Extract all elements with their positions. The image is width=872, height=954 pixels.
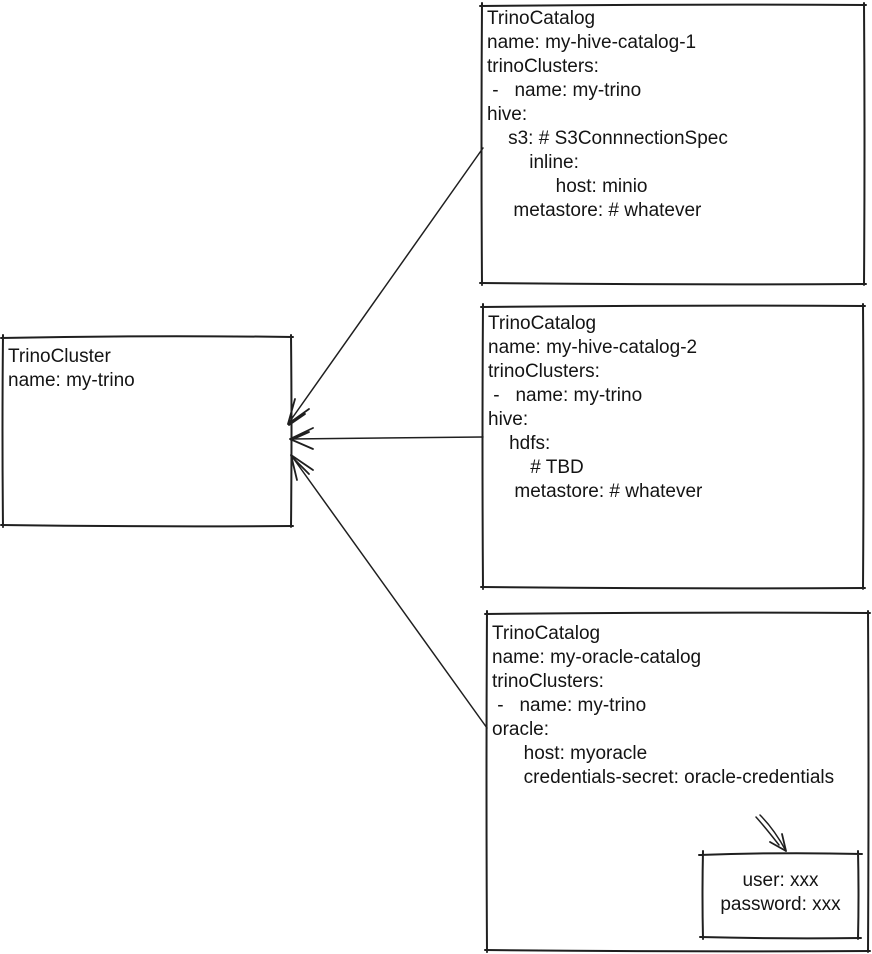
node-text-line: host: minio bbox=[487, 176, 648, 197]
node-trino-cluster[interactable]: TrinoCluster name: my-trino bbox=[3, 337, 291, 525]
node-catalog3-fill bbox=[487, 613, 868, 950]
node-trino-catalog-hive-1[interactable]: TrinoCatalog name: my-hive-catalog-1 tri… bbox=[482, 5, 864, 283]
node-title: TrinoCatalog bbox=[487, 8, 596, 29]
edge-catalog1-to-cluster[interactable] bbox=[287, 147, 484, 426]
node-catalog3-border bbox=[484, 610, 871, 953]
node-text-line: s3: # S3ConnnectionSpec bbox=[487, 128, 728, 149]
node-trino-cluster-fill bbox=[3, 337, 291, 525]
node-text-line: name: my-oracle-catalog bbox=[492, 647, 702, 668]
node-text-line: - name: my-trino bbox=[487, 80, 642, 101]
node-text-line: metastore: # whatever bbox=[488, 481, 703, 502]
node-text-line: user: xxx bbox=[742, 870, 819, 891]
node-catalog1-fill bbox=[482, 5, 864, 283]
node-text-line: trinoClusters: bbox=[488, 361, 600, 382]
node-text-line: name: my-trino bbox=[8, 370, 135, 391]
node-text-line: hive: bbox=[488, 409, 529, 430]
node-text-line: oracle: bbox=[492, 719, 550, 740]
node-text-line: hdfs: bbox=[488, 433, 551, 454]
node-text-line: host: myoracle bbox=[492, 743, 648, 764]
node-catalog1-border bbox=[479, 2, 867, 286]
edge-catalog2-to-cluster[interactable] bbox=[289, 427, 484, 450]
node-catalog2-fill bbox=[483, 306, 863, 587]
node-text-line: name: my-hive-catalog-1 bbox=[487, 32, 697, 53]
node-title: TrinoCatalog bbox=[492, 623, 601, 644]
node-text-line: - name: my-trino bbox=[488, 385, 643, 406]
node-text-line: hive: bbox=[487, 104, 528, 125]
node-text-line: name: my-hive-catalog-2 bbox=[488, 337, 698, 358]
node-title: TrinoCatalog bbox=[488, 313, 597, 334]
node-text-line: metastore: # whatever bbox=[487, 200, 702, 221]
edge-catalog3-to-cluster[interactable] bbox=[290, 454, 488, 729]
node-credentials-secret[interactable]: user: xxx password: xxx bbox=[703, 853, 858, 937]
edge-secret-pointer-arrow[interactable] bbox=[755, 814, 787, 852]
node-catalog2-border bbox=[480, 303, 866, 590]
node-trino-cluster-border bbox=[0, 334, 294, 528]
node-text-line: - name: my-trino bbox=[492, 695, 647, 716]
node-credentials-border bbox=[698, 850, 863, 940]
node-title: TrinoCluster bbox=[8, 346, 111, 367]
node-text-line: trinoClusters: bbox=[487, 56, 599, 77]
node-trino-catalog-oracle[interactable]: TrinoCatalog name: my-oracle-catalog tri… bbox=[487, 613, 868, 950]
node-text-line: credentials-secret: oracle-credentials bbox=[492, 767, 835, 788]
node-text-line: trinoClusters: bbox=[492, 671, 604, 692]
node-trino-catalog-hive-2[interactable]: TrinoCatalog name: my-hive-catalog-2 tri… bbox=[483, 306, 863, 587]
node-text-line: # TBD bbox=[488, 457, 584, 478]
node-text-line: inline: bbox=[487, 152, 579, 173]
node-text-line: password: xxx bbox=[720, 894, 841, 915]
